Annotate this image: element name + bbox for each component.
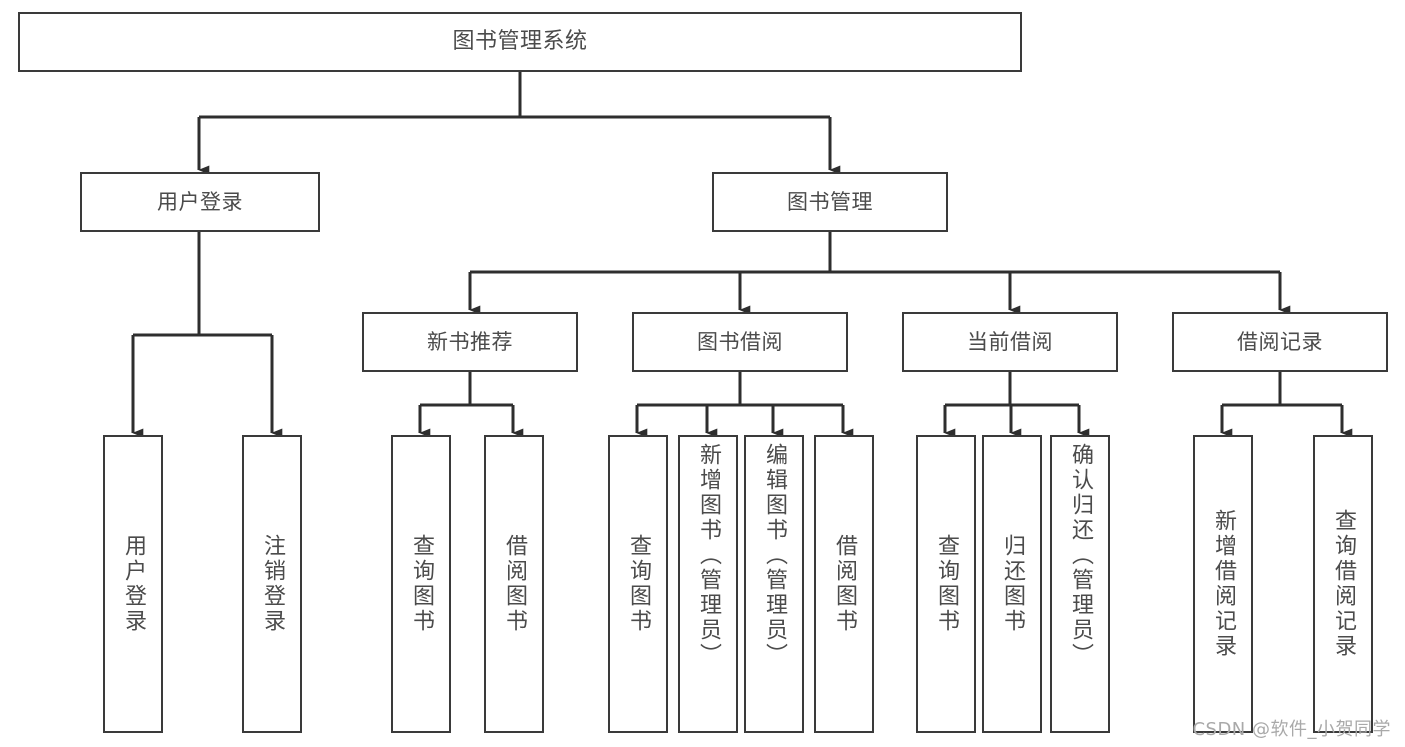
node-user-login-label: 用户登录	[157, 189, 243, 214]
node-leaf-query-book-1[interactable]: 查询图书	[391, 435, 451, 733]
node-leaf-query-book-3-label: 查询图书	[934, 534, 959, 634]
watermark: CSDN @软件_小贺同学	[1192, 719, 1391, 740]
node-leaf-user-logout-label: 注销登录	[260, 534, 285, 634]
node-borrow-record[interactable]: 借阅记录	[1172, 312, 1388, 372]
node-leaf-borrow-book-2[interactable]: 借阅图书	[814, 435, 874, 733]
node-leaf-borrow-book-1-label: 借阅图书	[502, 534, 527, 634]
node-current-borrow[interactable]: 当前借阅	[902, 312, 1118, 372]
node-book-manage-label: 图书管理	[787, 189, 873, 214]
node-user-login[interactable]: 用户登录	[80, 172, 320, 232]
node-leaf-add-book-label: 新增图书（管理员）	[696, 443, 721, 668]
node-leaf-add-record-label: 新增借阅记录	[1211, 509, 1236, 659]
node-borrow-record-label: 借阅记录	[1237, 329, 1323, 354]
node-leaf-confirm-return-label: 确认归还（管理员）	[1068, 443, 1093, 668]
node-leaf-query-book-1-label: 查询图书	[409, 534, 434, 634]
node-leaf-borrow-book-2-label: 借阅图书	[832, 534, 857, 634]
node-leaf-query-record-label: 查询借阅记录	[1331, 509, 1356, 659]
node-leaf-borrow-book-1[interactable]: 借阅图书	[484, 435, 544, 733]
node-book-borrow-label: 图书借阅	[697, 329, 783, 354]
node-leaf-confirm-return[interactable]: 确认归还（管理员）	[1050, 435, 1110, 733]
node-leaf-query-book-3[interactable]: 查询图书	[916, 435, 976, 733]
node-leaf-edit-book-label: 编辑图书（管理员）	[762, 443, 787, 668]
node-leaf-user-login-label: 用户登录	[121, 534, 146, 634]
node-root-label: 图书管理系统	[452, 29, 588, 55]
node-leaf-add-book[interactable]: 新增图书（管理员）	[678, 435, 738, 733]
node-leaf-return-book-label: 归还图书	[1000, 534, 1025, 634]
node-leaf-query-record[interactable]: 查询借阅记录	[1313, 435, 1373, 733]
node-new-book-recommend-label: 新书推荐	[427, 329, 513, 354]
node-leaf-query-book-2-label: 查询图书	[626, 534, 651, 634]
node-leaf-user-login[interactable]: 用户登录	[103, 435, 163, 733]
node-leaf-return-book[interactable]: 归还图书	[982, 435, 1042, 733]
node-leaf-add-record[interactable]: 新增借阅记录	[1193, 435, 1253, 733]
node-new-book-recommend[interactable]: 新书推荐	[362, 312, 578, 372]
node-book-borrow[interactable]: 图书借阅	[632, 312, 848, 372]
node-current-borrow-label: 当前借阅	[967, 329, 1053, 354]
node-root[interactable]: 图书管理系统	[18, 12, 1022, 72]
node-book-manage[interactable]: 图书管理	[712, 172, 948, 232]
node-leaf-edit-book[interactable]: 编辑图书（管理员）	[744, 435, 804, 733]
node-leaf-user-logout[interactable]: 注销登录	[242, 435, 302, 733]
node-leaf-query-book-2[interactable]: 查询图书	[608, 435, 668, 733]
